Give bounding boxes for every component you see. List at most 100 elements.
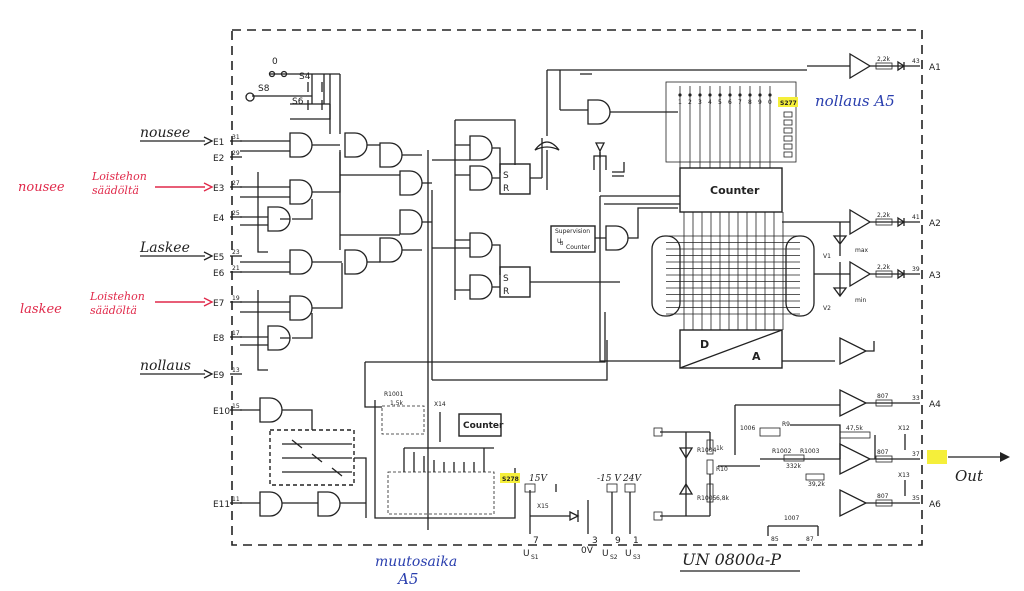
input-pin-number: 23	[232, 249, 240, 256]
supply-us2: U	[602, 549, 609, 559]
model-title: UN 0800a-P	[682, 550, 781, 569]
link-1007-wires	[767, 525, 819, 536]
digit-resistor-icon	[783, 127, 793, 134]
dac-diagonal	[679, 329, 783, 369]
switch-contact-icon	[245, 92, 255, 102]
input-label-e2: E2	[213, 154, 224, 164]
red-arrow-1-icon	[203, 182, 214, 192]
input-pin-number: 25	[232, 210, 240, 217]
nousee-arrow-icon	[203, 136, 214, 146]
digit-bank-frame	[665, 81, 797, 163]
r1001-val: 1,5k	[390, 400, 404, 407]
supply-pin-9: 9	[615, 536, 621, 546]
laskee-red-label: laskee	[20, 302, 62, 317]
sr-bottom-s: S	[503, 274, 509, 284]
switch-blade-icon	[307, 82, 323, 110]
supply-us2-sub: S2	[610, 554, 618, 561]
supply-24v: 24V	[622, 474, 642, 484]
digit-resistor-icon	[783, 119, 793, 126]
s278-highlight	[500, 473, 520, 483]
supervision-line1: Supervision	[555, 228, 590, 235]
laskee-arrow-icon	[203, 251, 214, 261]
v1-label: V1	[823, 253, 831, 260]
laskee-loistehon-2: säädöltä	[90, 304, 137, 317]
top-gate-wires	[559, 70, 678, 113]
switch-0-label: 0	[272, 57, 278, 67]
muutosaika-a5-label: A5	[396, 570, 418, 588]
module-border	[231, 29, 923, 546]
input-label-e10: E10	[213, 407, 230, 417]
counter-bottom-block	[458, 413, 502, 437]
switch-s6-label: S6	[292, 97, 304, 107]
switch-s8-label: S8	[258, 84, 270, 94]
and-gate-1	[289, 132, 313, 158]
out-label: Out	[955, 467, 984, 485]
opamp-a6	[839, 488, 868, 518]
digit-resistor-icon	[783, 143, 793, 150]
and-gate-10	[399, 170, 423, 196]
and-gate-19	[259, 491, 283, 517]
annotations: nousee Loistehon säädöltä nousee Laskee …	[18, 92, 984, 588]
input-pin-number: 11	[232, 496, 240, 503]
and-gate-16	[469, 274, 493, 300]
counter-top-block	[679, 167, 783, 213]
output-label-a1: A1	[929, 63, 941, 73]
output-pin-number: 33	[912, 395, 920, 402]
input-label-e6: E6	[213, 269, 225, 279]
power-supply-area: 15V -15 V 24V X15 7 3 9 1 U S1 0V U S2 U…	[523, 427, 819, 561]
supply-pin-7: 7	[533, 536, 539, 546]
r10-pot-icon	[706, 459, 714, 475]
digit-resistor-icon	[783, 111, 793, 118]
top-bus-wires	[546, 69, 807, 190]
output-diode-icon	[897, 268, 906, 280]
and-gate-6	[267, 325, 291, 351]
output-diode-icon	[897, 60, 906, 72]
output-pin-number: 43	[912, 58, 920, 65]
digit-node-icon	[738, 93, 742, 97]
supply-15v: 15V	[529, 474, 548, 484]
led-v1-icon	[832, 222, 848, 296]
r47-icon	[839, 431, 871, 439]
input-label-e8: E8	[213, 334, 225, 344]
matrix-grid	[666, 212, 800, 330]
diode-icon	[594, 142, 606, 158]
output-resistor-label: 807	[877, 393, 889, 400]
supply-pin-3: 3	[592, 536, 598, 546]
counter-bottom-bank	[387, 471, 495, 515]
zener-diode-icon	[678, 447, 694, 495]
s277-label: S277	[780, 100, 797, 107]
output-resistor-icon	[875, 270, 893, 278]
r47-label: 47,5k	[846, 425, 863, 432]
digit-node-icon	[748, 93, 752, 97]
r1002-icon	[783, 454, 805, 462]
sr-latch-bottom	[499, 266, 531, 298]
r1005-val: 6,8k	[716, 495, 730, 502]
link-1007-label: 1007	[784, 515, 799, 522]
output-pin-number: 37	[912, 451, 920, 458]
bottom-left-wires	[240, 409, 367, 518]
digit-node-icon	[728, 93, 732, 97]
r1001-box	[381, 405, 425, 435]
r10-network-wires	[660, 431, 760, 517]
middle-bus-wires	[365, 195, 835, 381]
and-gate-3	[267, 206, 291, 232]
and-gate-5	[289, 295, 313, 321]
column2-wires	[339, 144, 433, 530]
or-gate	[534, 141, 560, 151]
and-gate-2	[289, 179, 313, 205]
nousee-label: nousee	[140, 125, 190, 141]
and-gate-13	[469, 135, 493, 161]
digit-node-icon	[768, 93, 772, 97]
out-arrow-icon	[1000, 452, 1010, 462]
output-pin-number: 39	[912, 266, 920, 273]
switch-s4-label: S4	[299, 72, 311, 82]
nousee-loistehon-2: säädöltä	[92, 184, 139, 197]
nousee-loistehon-1: Loistehon	[91, 170, 147, 183]
and-gate-4	[289, 249, 313, 275]
input-pin-number: 17	[232, 330, 240, 337]
r1004-icon	[706, 439, 714, 455]
nousee-red-label: nousee	[18, 180, 65, 195]
and-gate-17	[605, 225, 629, 251]
and-gate-9	[379, 142, 403, 168]
r1003-icon	[805, 473, 825, 481]
